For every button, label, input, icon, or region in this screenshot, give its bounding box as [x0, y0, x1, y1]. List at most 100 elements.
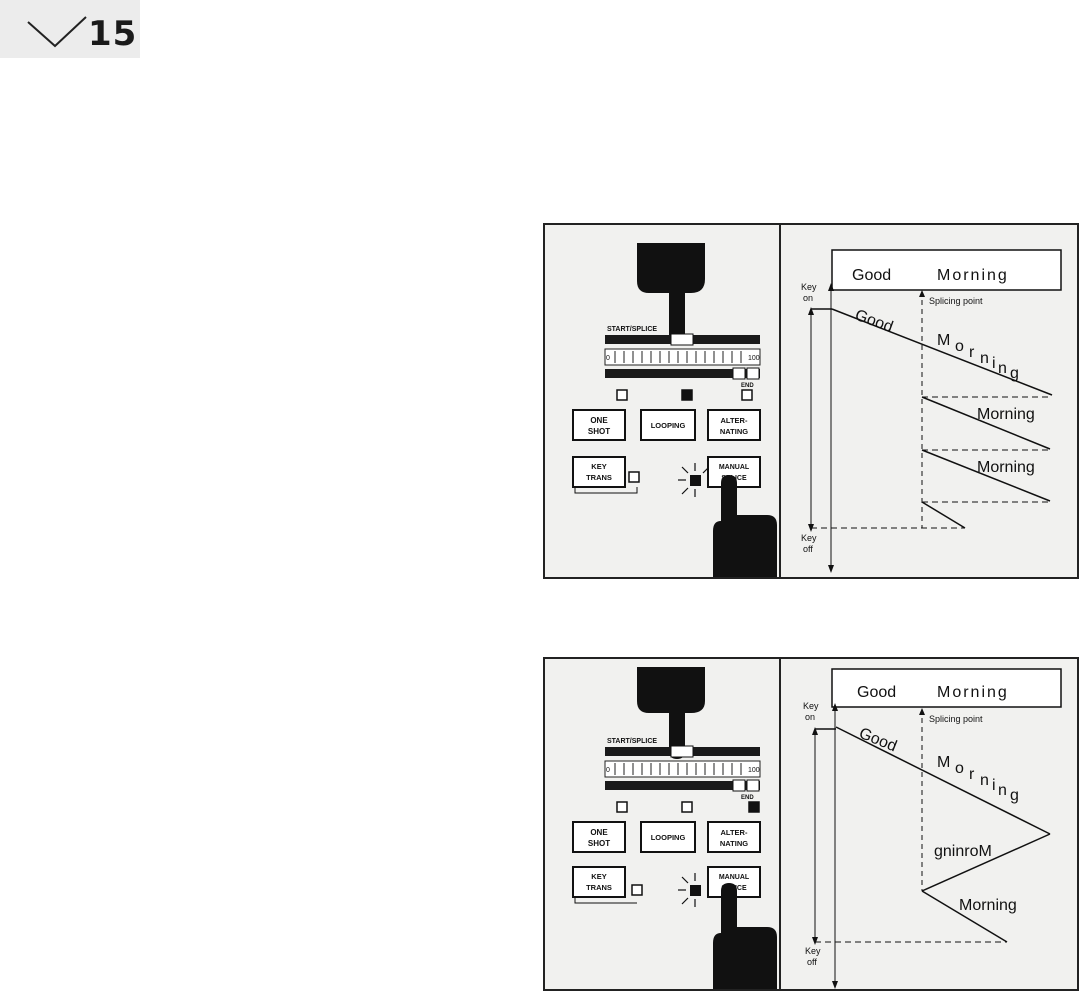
- end-label: END: [741, 795, 754, 801]
- splicing-point-label: Splicing point: [929, 296, 983, 306]
- looping-button: [640, 821, 696, 853]
- scale-ticks: [614, 351, 742, 363]
- end-slider-knob-2: [746, 367, 760, 380]
- scale-min-label: 0: [606, 355, 610, 362]
- manual-splice-indicator: [690, 475, 701, 486]
- key-trans-line1: KEY: [591, 462, 606, 471]
- pressing-hand-icon: [713, 475, 777, 577]
- svg-text:M: M: [937, 754, 950, 771]
- key-trans-line2: TRANS: [586, 473, 612, 482]
- flash-rays-icon: [678, 463, 709, 497]
- svg-text:o: o: [955, 760, 964, 777]
- phrase-word2: Morning: [937, 684, 1009, 701]
- figure-looping: START/SPLICE 0 100 END ONE: [543, 223, 1079, 579]
- start-slider-knob: [670, 333, 694, 346]
- word-morning-reversed: gninroM: [934, 843, 992, 860]
- svg-text:i: i: [992, 355, 996, 372]
- start-slider-knob: [670, 745, 694, 758]
- looping-label: LOOPING: [651, 421, 686, 430]
- looping-button: [640, 409, 696, 441]
- end-slider-knob-2: [746, 779, 760, 792]
- key-trans-bracket: [574, 897, 637, 904]
- word-morning-loop-1: Morning: [977, 406, 1035, 423]
- svg-text:g: g: [1010, 787, 1019, 804]
- alternating-button: [707, 821, 761, 853]
- manual-splice-line1: MANUAL: [719, 464, 750, 471]
- key-trans-button: [572, 456, 626, 488]
- key-trans-line2: TRANS: [586, 883, 612, 892]
- key-on-line2: on: [805, 712, 815, 722]
- looping-label: LOOPING: [651, 833, 686, 842]
- phrase-word2: Morning: [937, 267, 1009, 284]
- svg-text:i: i: [992, 777, 996, 794]
- key-on-line2: on: [803, 293, 813, 303]
- word-good: Good: [853, 307, 896, 336]
- alternating-line1: ALTER-: [721, 828, 748, 837]
- pointing-hand-icon: [637, 667, 705, 759]
- indicator-looping: [681, 389, 693, 401]
- svg-text:g: g: [1010, 365, 1019, 382]
- splicing-point-label: Splicing point: [929, 714, 983, 724]
- control-panel: START/SPLICE 0 100 END ONE SHOT: [572, 667, 777, 989]
- end-label: END: [741, 383, 754, 389]
- waveform-forward: [921, 890, 1008, 943]
- phrase-word1: Good: [857, 684, 896, 701]
- waveform-loop-2: [921, 449, 1051, 502]
- phrase-box: [831, 249, 1062, 291]
- figure-looping-svg: START/SPLICE 0 100 END ONE: [572, 225, 1062, 577]
- svg-text:r: r: [969, 344, 975, 361]
- figure-alternating-svg: START/SPLICE 0 100 END ONE SHOT: [572, 659, 1062, 989]
- flash-rays-icon: [678, 873, 696, 907]
- waveform-loop-1: [921, 396, 1051, 450]
- scale-ruler: [604, 760, 761, 778]
- figure-alternating: START/SPLICE 0 100 END ONE SHOT: [543, 657, 1079, 991]
- key-on-line1: Key: [801, 282, 817, 292]
- svg-text:n: n: [980, 772, 989, 789]
- end-slider-knob: [732, 367, 746, 380]
- scale-max-label: 100: [748, 767, 760, 774]
- manual-splice-indicator: [690, 885, 701, 896]
- alternating-line2: NATING: [720, 839, 748, 848]
- word-morning-forward: Morning: [959, 897, 1017, 914]
- svg-text:n: n: [998, 360, 1007, 377]
- scale-min-label: 0: [606, 767, 610, 774]
- svg-text:r: r: [969, 766, 975, 783]
- key-off-line1: Key: [805, 946, 821, 956]
- pressing-hand-icon: [713, 883, 777, 989]
- scale-max-label: 100: [748, 355, 760, 362]
- end-slider-knob: [732, 779, 746, 792]
- key-trans-bracket: [574, 487, 638, 494]
- scale-ticks: [614, 763, 742, 775]
- one-shot-line2: SHOT: [588, 427, 610, 436]
- key-trans-button: [572, 866, 626, 898]
- key-off-line2: off: [807, 957, 817, 967]
- sample-diagram: Good Morning Key on Key off Splicing poi…: [801, 249, 1062, 573]
- key-trans-indicator: [628, 471, 640, 483]
- word-morning-descending: M o r n i n g: [937, 332, 1019, 382]
- start-splice-label: START/SPLICE: [607, 738, 657, 745]
- waveform-reverse: [921, 833, 1051, 892]
- indicator-looping: [681, 801, 693, 813]
- word-morning-descending: M o r n i n g: [937, 754, 1019, 804]
- end-slider-track: [605, 369, 760, 378]
- one-shot-button: [572, 409, 626, 441]
- phrase-box: [831, 668, 1062, 708]
- svg-text:n: n: [998, 782, 1007, 799]
- indicator-alternating: [748, 801, 760, 813]
- key-trans-line1: KEY: [591, 872, 606, 881]
- alternating-line1: ALTER-: [721, 416, 748, 425]
- start-splice-label: START/SPLICE: [607, 326, 657, 333]
- page-badge: 15: [0, 0, 140, 62]
- one-shot-line1: ONE: [590, 416, 608, 425]
- alternating-button: [707, 409, 761, 441]
- svg-text:n: n: [980, 350, 989, 367]
- end-slider-track: [605, 781, 760, 790]
- key-on-line1: Key: [803, 701, 819, 711]
- manual-splice-line1: MANUAL: [719, 874, 750, 881]
- indicator-alternating: [741, 389, 753, 401]
- page-badge-graphic: [0, 0, 140, 58]
- waveform-loop-3: [921, 501, 966, 529]
- phrase-word1: Good: [852, 267, 891, 284]
- indicator-one-shot: [616, 801, 628, 813]
- page-number: 15: [88, 14, 138, 54]
